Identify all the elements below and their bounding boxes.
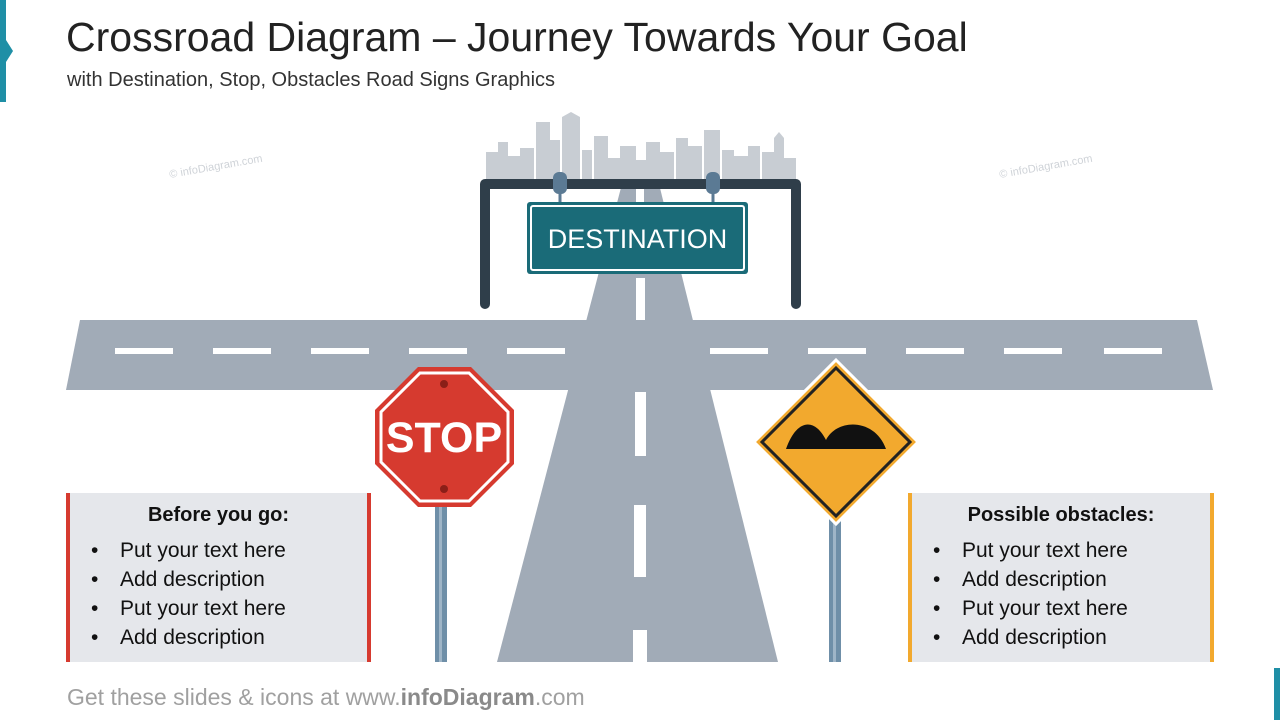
gantry	[480, 172, 801, 309]
page-subtitle: with Destination, Stop, Obstacles Road S…	[67, 69, 556, 91]
footer-prefix: Get these slides & icons at www.	[67, 684, 401, 710]
before-you-go-panel: Before you go: Put your text here Add de…	[66, 493, 371, 662]
list-item: Add description	[91, 565, 367, 594]
bullet-list: Put your text here Add description Put y…	[70, 536, 367, 652]
city-skyline	[486, 112, 796, 180]
stop-label: STOP	[386, 414, 502, 462]
panel-title: Possible obstacles:	[967, 504, 1155, 526]
list-item: Put your text here	[933, 594, 1210, 623]
watermark: © infoDiagram.com	[168, 153, 263, 181]
possible-obstacles-panel: Possible obstacles: Put your text here A…	[908, 493, 1214, 662]
footer-suffix: .com	[534, 684, 585, 710]
left-accent-arrow	[6, 40, 13, 62]
page-title: Crossroad Diagram – Journey Towards Your…	[66, 14, 968, 60]
list-item: Add description	[933, 565, 1210, 594]
panel-title: Before you go:	[147, 504, 290, 526]
list-item: Add description	[91, 623, 367, 652]
speed-bump-sign	[751, 357, 921, 662]
list-item: Add description	[933, 623, 1210, 652]
stop-sign: STOP	[375, 367, 514, 662]
left-accent-bar	[0, 0, 6, 102]
watermark: © infoDiagram.com	[998, 153, 1093, 181]
footer-brand: infoDiagram	[400, 684, 535, 710]
road	[66, 180, 1213, 662]
cross-road-dashes	[115, 348, 1162, 354]
footer-credit: Get these slides & icons at www.infoDiag…	[67, 684, 585, 711]
destination-sign: DESTINATION	[527, 202, 748, 274]
speed-bump-icon	[786, 424, 886, 449]
cross-road	[66, 320, 1213, 390]
right-accent-bar	[1274, 668, 1280, 720]
list-item: Put your text here	[91, 536, 367, 565]
list-item: Put your text here	[933, 536, 1210, 565]
destination-label: DESTINATION	[548, 224, 728, 254]
bullet-list: Put your text here Add description Put y…	[912, 536, 1210, 652]
list-item: Put your text here	[91, 594, 367, 623]
